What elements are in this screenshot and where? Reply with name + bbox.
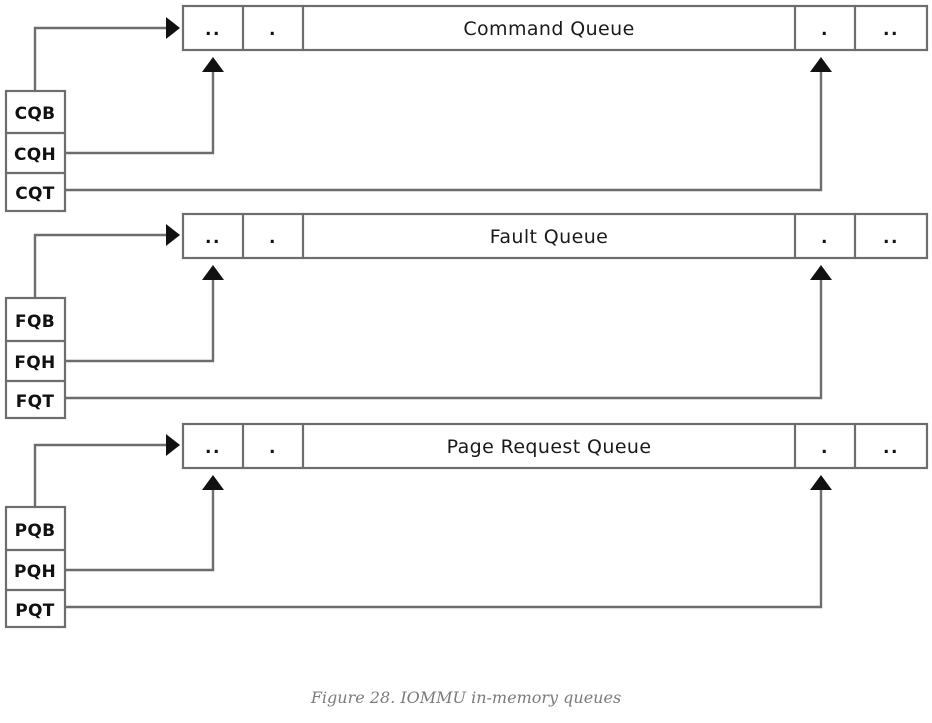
register-pqb-label: PQB xyxy=(15,521,56,541)
fault-register-stack xyxy=(4,296,67,420)
command-queue-title: Command Queue xyxy=(463,18,634,40)
fault-queue-cell-1: . xyxy=(269,228,277,248)
connector-pqh-to-queue xyxy=(65,490,215,572)
register-pqt-label: PQT xyxy=(15,601,55,621)
fault-queue-box xyxy=(181,212,929,260)
command-queue-cell-3: . xyxy=(821,20,829,40)
arrowhead-cqb xyxy=(166,17,180,39)
fault-queue-cell-0: .. xyxy=(205,228,221,248)
connector-pqt-to-queue xyxy=(65,490,823,609)
command-queue-cell-0: .. xyxy=(205,20,221,40)
queue-group-page-request: .. . Page Request Queue . .. PQB PQH PQT xyxy=(4,422,929,629)
figure-caption: Figure 28. IOMMU in-memory queues xyxy=(310,688,622,707)
arrowhead-cqt xyxy=(810,57,832,72)
fault-queue-title: Fault Queue xyxy=(490,226,608,248)
arrowhead-fqt xyxy=(810,265,832,280)
arrowhead-cqh xyxy=(202,57,224,72)
register-cqt-label: CQT xyxy=(15,184,55,204)
page-request-queue-box xyxy=(181,422,929,470)
register-fqt-label: FQT xyxy=(16,392,55,412)
connector-cqt-to-queue xyxy=(65,72,823,192)
page-request-queue-cell-1: . xyxy=(269,438,277,458)
connector-cqb-to-queue xyxy=(33,26,166,91)
page-request-queue-cell-4: .. xyxy=(883,438,899,458)
connector-cqh-to-queue xyxy=(65,72,215,155)
arrowhead-pqb xyxy=(166,434,180,456)
connector-fqh-to-queue xyxy=(65,280,215,363)
page-request-register-stack xyxy=(4,505,67,629)
register-cqh-label: CQH xyxy=(14,145,56,165)
command-queue-box xyxy=(181,4,929,52)
register-fqh-label: FQH xyxy=(14,353,55,373)
command-queue-cell-1: . xyxy=(269,20,277,40)
arrowhead-fqh xyxy=(202,265,224,280)
register-fqb-label: FQB xyxy=(15,312,55,332)
command-register-stack xyxy=(4,89,67,213)
fault-queue-cell-4: .. xyxy=(883,228,899,248)
page-request-queue-cell-0: .. xyxy=(205,438,221,458)
connector-pqb-to-queue xyxy=(33,443,166,507)
register-cqb-label: CQB xyxy=(15,104,56,124)
page-request-queue-title: Page Request Queue xyxy=(447,436,652,458)
queue-group-fault: .. . Fault Queue . .. FQB FQH FQT xyxy=(4,212,929,420)
connector-fqb-to-queue xyxy=(33,233,166,298)
register-pqh-label: PQH xyxy=(14,562,56,582)
arrowhead-pqh xyxy=(202,475,224,490)
connector-fqt-to-queue xyxy=(65,280,823,400)
arrowhead-pqt xyxy=(810,475,832,490)
command-queue-cell-4: .. xyxy=(883,20,899,40)
fault-queue-cell-3: . xyxy=(821,228,829,248)
arrowhead-fqb xyxy=(166,224,180,246)
page-request-queue-cell-3: . xyxy=(821,438,829,458)
queue-group-command: .. . Command Queue . .. CQB CQH CQT xyxy=(4,4,929,213)
